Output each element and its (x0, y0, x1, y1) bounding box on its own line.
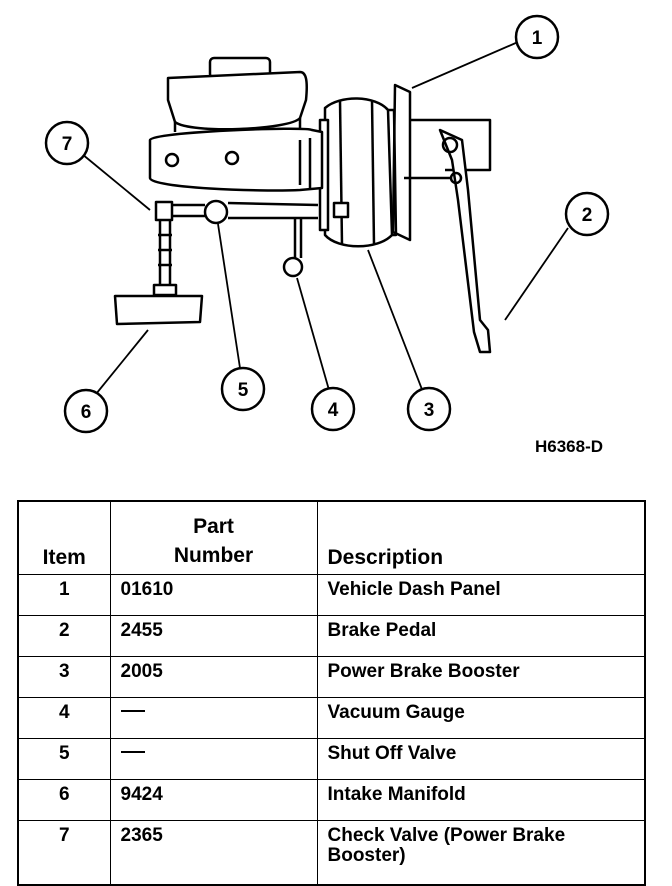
callout-5: 5 (238, 380, 249, 401)
callout-7: 7 (62, 134, 73, 155)
cell-description: Power Brake Booster (316, 656, 646, 698)
table-row: 2 2455 Brake Pedal (17, 615, 646, 657)
table-row: 5 Shut Off Valve (17, 738, 646, 780)
vehicle-dash-panel (391, 83, 492, 242)
cell-description: Vehicle Dash Panel (316, 574, 646, 616)
cell-description: Check Valve (Power Brake Booster) (316, 820, 646, 886)
check-valve (154, 200, 174, 222)
intake-manifold (113, 294, 204, 326)
header-part-line2: Number (173, 543, 254, 567)
cell-part: 9424 (109, 779, 318, 821)
callout-6: 6 (81, 402, 92, 423)
figure-code: H6368-D (535, 437, 604, 456)
table-header-row: Item Part Number Description (17, 500, 646, 575)
callout-leaders (81, 41, 569, 395)
vacuum-hose (172, 201, 319, 220)
brake-booster-diagram: 1 2 3 4 5 6 7 (44, 14, 610, 434)
cell-description: Intake Manifold (316, 779, 646, 821)
master-cylinder (148, 56, 324, 192)
header-part-number: Part Number (109, 500, 318, 575)
cell-item: 5 (17, 738, 111, 780)
cell-item: 7 (17, 820, 111, 886)
shut-off-valve (203, 199, 229, 225)
table-row: 4 Vacuum Gauge (17, 697, 646, 739)
cell-item: 3 (17, 656, 111, 698)
vacuum-gauge (282, 218, 304, 278)
cell-part: 2005 (109, 656, 318, 698)
callout-3: 3 (424, 400, 435, 421)
table-row: 3 2005 Power Brake Booster (17, 656, 646, 698)
cell-description: Vacuum Gauge (316, 697, 646, 739)
cell-part (109, 738, 318, 780)
cell-item: 2 (17, 615, 111, 657)
cell-part: 01610 (109, 574, 318, 616)
manifold-fitting (152, 220, 178, 297)
header-part-line1: Part (193, 515, 234, 539)
callouts (44, 14, 610, 434)
table-row: 6 9424 Intake Manifold (17, 779, 646, 821)
header-description: Description (316, 500, 646, 575)
cell-part: 2365 (109, 820, 318, 886)
power-brake-booster (318, 97, 398, 248)
table-row: 7 2365 Check Valve (Power Brake Booster) (17, 820, 646, 886)
cell-item: 4 (17, 697, 111, 739)
cell-part: 2455 (109, 615, 318, 657)
callout-4: 4 (328, 400, 339, 421)
cell-item: 6 (17, 779, 111, 821)
parts-table: Item Part Number Description 1 01610 Veh… (17, 500, 646, 886)
brake-pedal (404, 128, 492, 354)
cell-description: Shut Off Valve (316, 738, 646, 780)
cell-description: Brake Pedal (316, 615, 646, 657)
table-row: 1 01610 Vehicle Dash Panel (17, 574, 646, 616)
callout-1: 1 (532, 28, 543, 49)
cell-part (109, 697, 318, 739)
header-item: Item (17, 500, 111, 575)
callout-2: 2 (582, 205, 593, 226)
cell-item: 1 (17, 574, 111, 616)
no-part-dash (120, 750, 145, 753)
no-part-dash (120, 709, 145, 712)
